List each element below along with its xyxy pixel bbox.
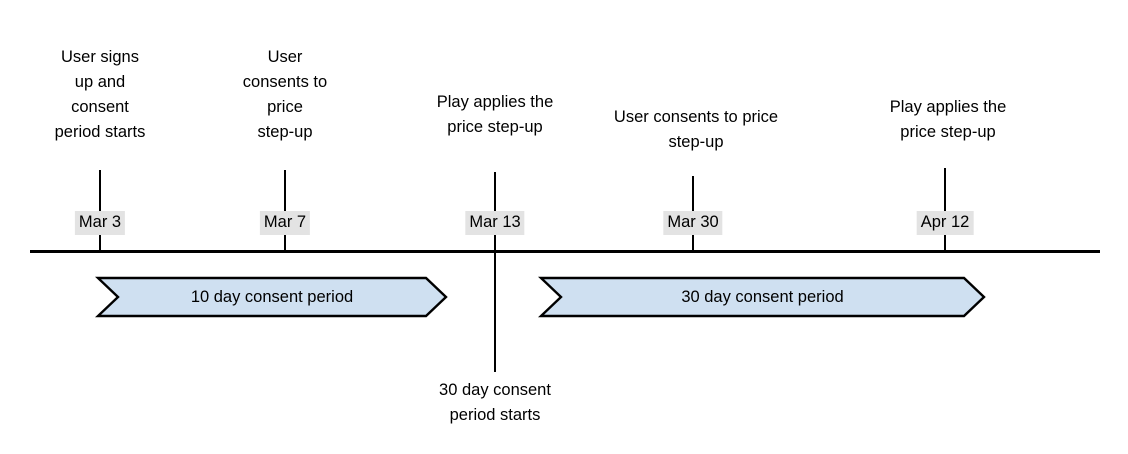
event-tick-mar-3 [99, 170, 101, 213]
event-tick-mar-7 [284, 170, 286, 213]
event-tick-lower-mar-13 [494, 232, 496, 372]
event-caption-2: Play applies the price step-up [436, 93, 554, 136]
event-tick-lower-mar-3 [99, 232, 101, 252]
event-caption-1: User consents to price step-up [242, 48, 328, 141]
event-tick-lower-mar-30 [692, 232, 694, 252]
period-banner-30-day: 30 day consent period [537, 276, 986, 318]
date-chip-mar-3: Mar 3 [74, 211, 126, 235]
event-caption-0: User signs up and consent period starts [54, 48, 146, 141]
timeline-axis [30, 250, 1100, 253]
below-caption-0: 30 day consent period starts [439, 381, 551, 424]
date-chip-apr-12: Apr 12 [916, 211, 974, 235]
period-banner-10-day: 10 day consent period [94, 276, 448, 318]
event-caption-4: Play applies the price step-up [889, 98, 1007, 141]
event-tick-apr-12 [944, 168, 946, 213]
chevron-arrow-icon [537, 276, 986, 318]
date-chip-mar-30: Mar 30 [663, 211, 723, 235]
event-tick-lower-apr-12 [944, 232, 946, 252]
event-tick-mar-30 [692, 176, 694, 213]
event-tick-mar-13 [494, 172, 496, 213]
date-chip-mar-7: Mar 7 [259, 211, 311, 235]
chevron-arrow-icon [94, 276, 448, 318]
event-tick-lower-mar-7 [284, 232, 286, 252]
date-chip-mar-13: Mar 13 [465, 211, 525, 235]
event-caption-3: User consents to price step-up [613, 108, 779, 151]
